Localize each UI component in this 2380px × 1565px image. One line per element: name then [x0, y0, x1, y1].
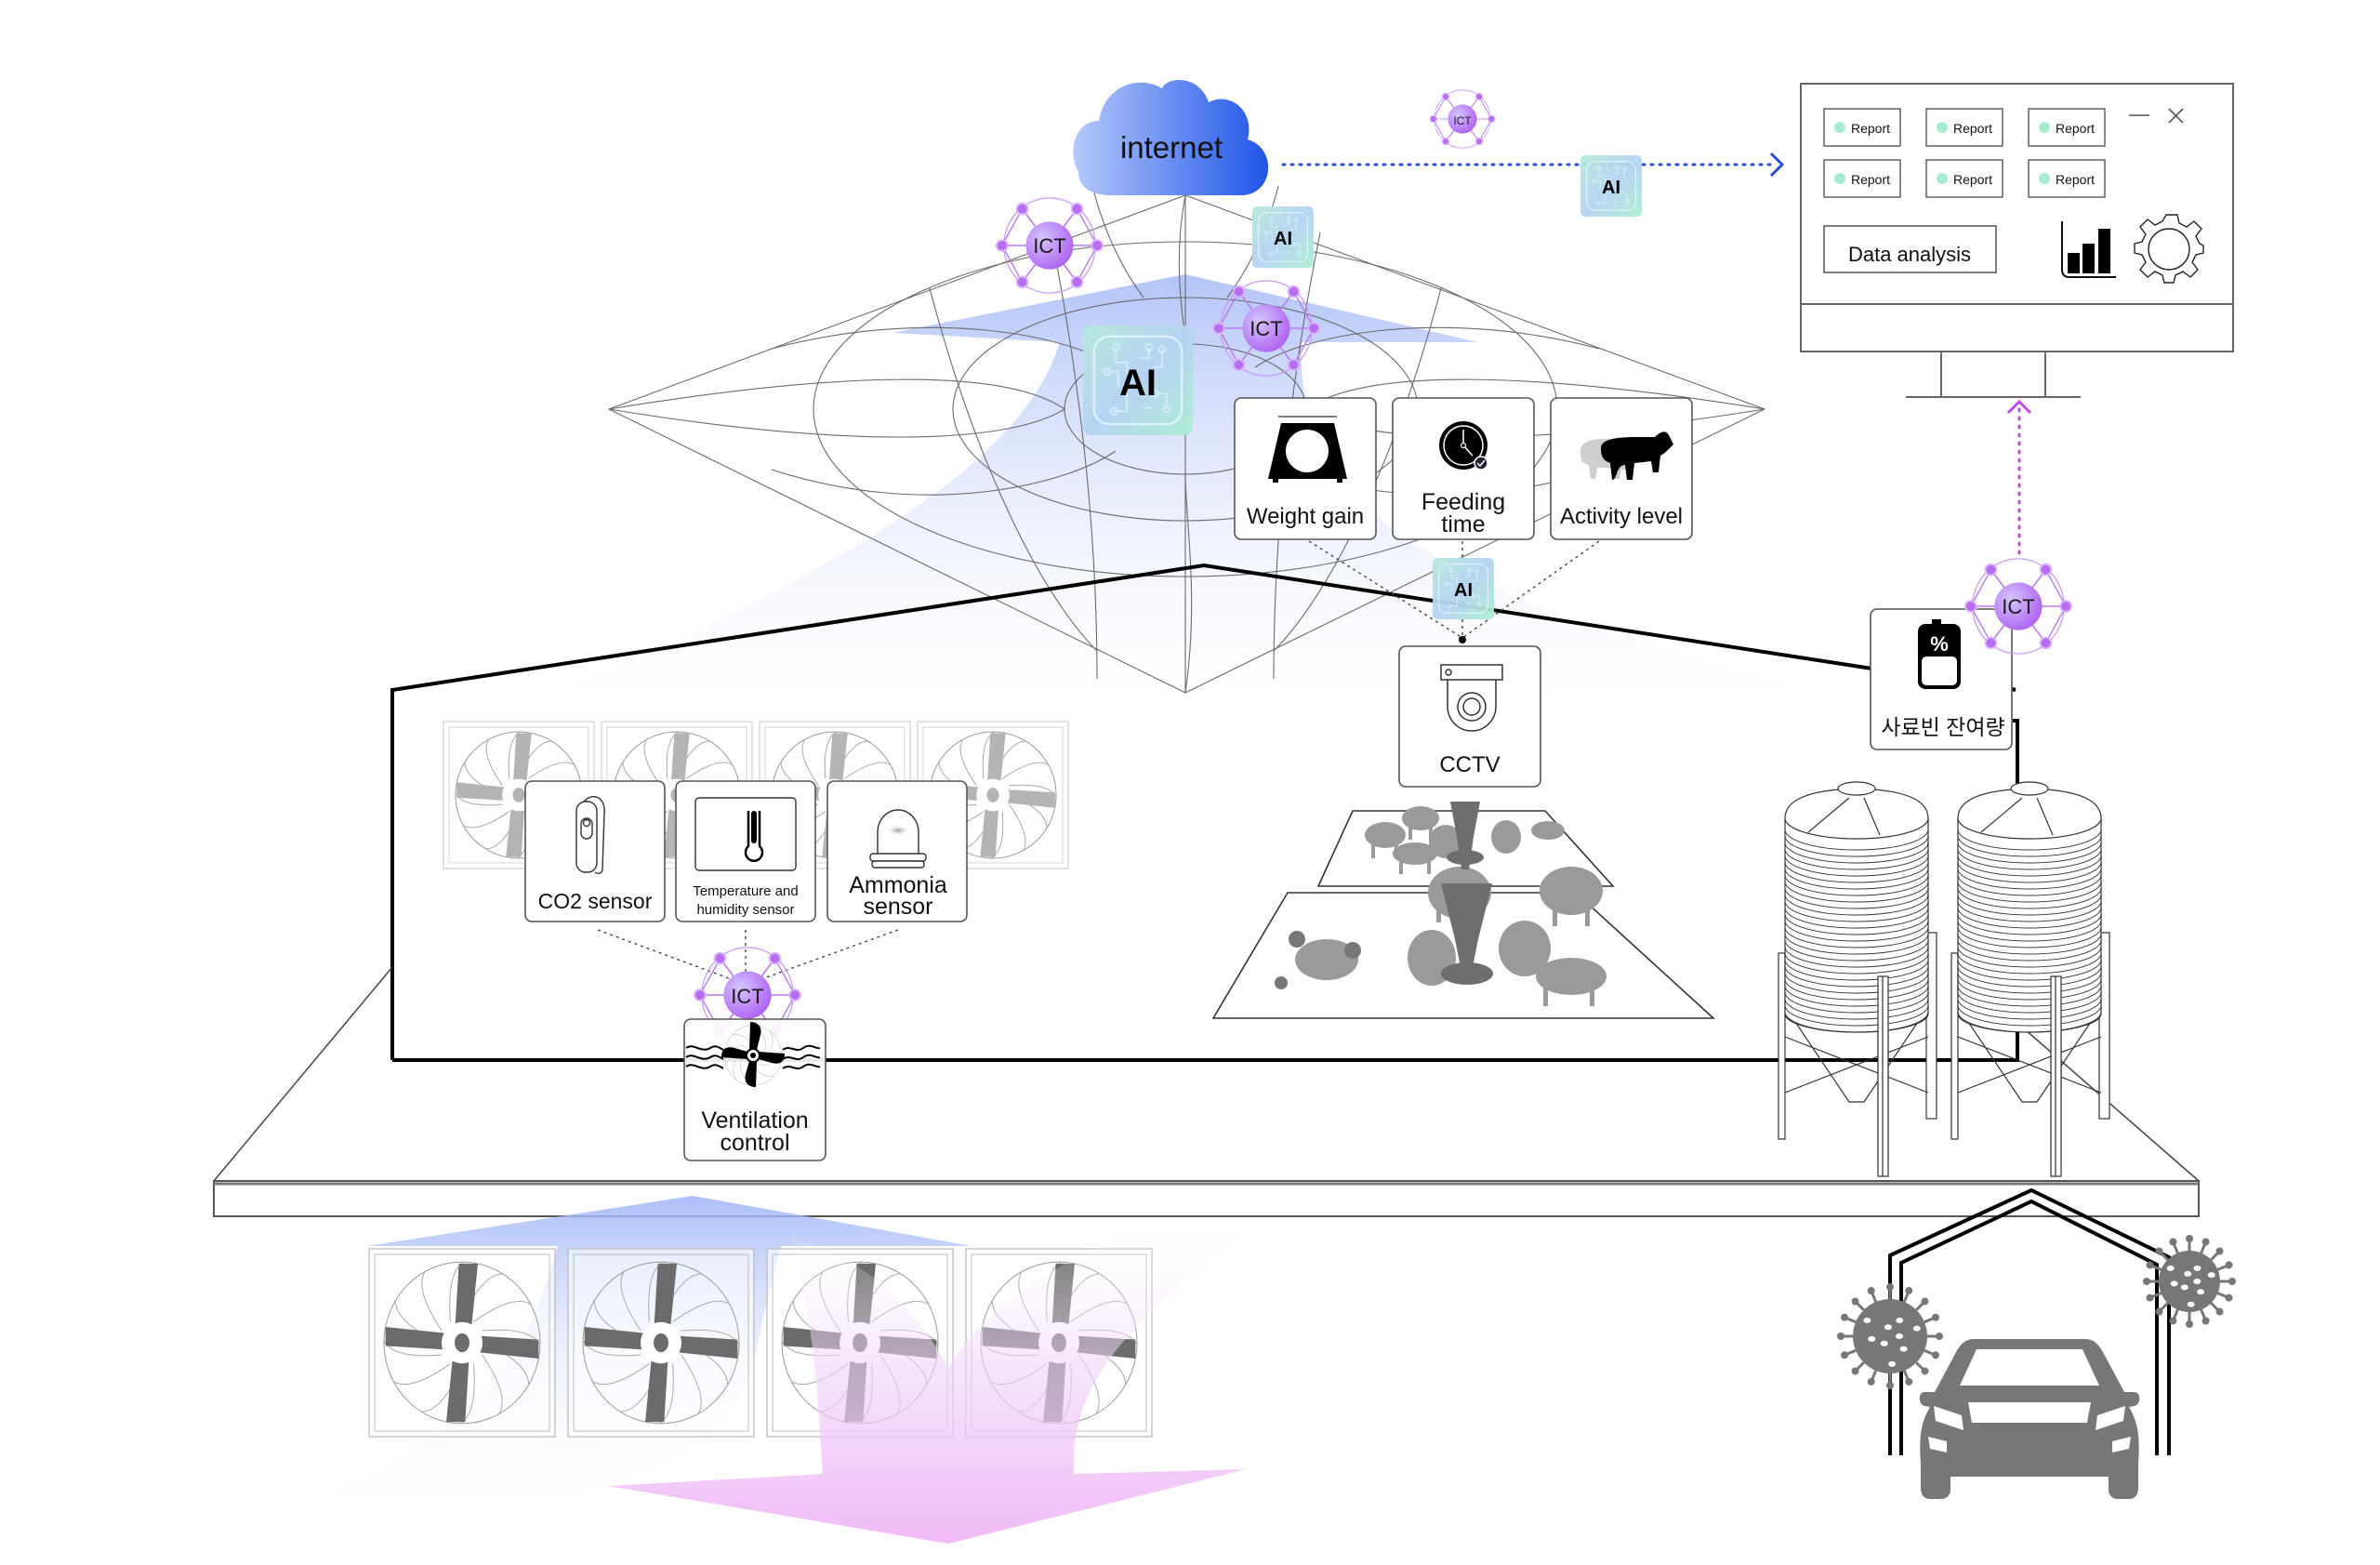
ai-chip-label: AI [1602, 178, 1620, 198]
close-icon[interactable] [2168, 108, 2184, 124]
ict-label: ICT [2002, 595, 2034, 618]
data-analysis-label: Data analysis [1848, 243, 1971, 266]
ai-beam [521, 274, 1859, 707]
report-button[interactable]: Report [2028, 108, 2106, 147]
metric-card-weight-gain[interactable]: Weight gain [1234, 397, 1377, 540]
car-disinfection-gate-icon [1888, 1187, 2171, 1499]
ai-chip-label: AI [1274, 229, 1292, 249]
status-dot [1834, 173, 1845, 184]
report-label: Report [1953, 172, 1992, 187]
sensor-label-line2: sensor [863, 894, 932, 920]
cloud-label: internet [1120, 130, 1223, 165]
sensor-card-ammonia[interactable]: Ammonia sensor [826, 780, 968, 922]
report-label: Report [2056, 121, 2095, 136]
co2-sensor-icon [575, 796, 605, 874]
metric-card-feeding-time[interactable]: Feeding time [1392, 397, 1535, 540]
metric-label-line1: Feeding [1421, 489, 1505, 515]
sensor-label-line2: humidity sensor [696, 902, 794, 918]
cctv-label: CCTV [1439, 752, 1500, 777]
report-button[interactable]: Report [1925, 159, 2003, 198]
ai-chip-cctv: AI [1433, 558, 1494, 619]
cloud-to-monitor-arrow [1281, 152, 1785, 178]
status-dot [1834, 122, 1845, 133]
ventilation-control-card[interactable]: Ventilation control [683, 1018, 826, 1161]
ai-chip-main: AI [1083, 325, 1193, 435]
pig-icon [1580, 431, 1673, 480]
internet-cloud[interactable]: internet [1073, 79, 1269, 195]
virus-icon [1837, 1283, 1943, 1389]
ict-node-top: ICT [1429, 89, 1496, 149]
sensor-label: CO2 sensor [538, 889, 653, 913]
cctv-card[interactable]: CCTV [1398, 645, 1541, 788]
ai-chip-small: AI [1252, 206, 1314, 268]
ai-chip-internet: AI [1580, 155, 1642, 217]
metric-card-activity-level[interactable]: Activity level [1550, 397, 1693, 540]
status-dot [1937, 122, 1948, 133]
status-dot [2039, 122, 2050, 133]
feed-silos [1778, 781, 2110, 1177]
report-label: Report [1851, 121, 1890, 136]
cctv-camera-icon [1440, 664, 1503, 732]
ventilation-label-line2: control [720, 1130, 789, 1156]
ventilation-fan-icon [685, 1022, 821, 1087]
report-label: Report [2056, 172, 2095, 187]
ict-node-feedbin: ICT [1964, 557, 2073, 656]
cloud-icon [1073, 79, 1269, 195]
ict-label: ICT [731, 985, 763, 1008]
sensor-label-line1: Temperature and [693, 883, 798, 899]
report-button[interactable]: Report [2028, 159, 2106, 198]
status-dot [1937, 173, 1948, 184]
barn-floor-slab [213, 966, 2200, 1217]
ai-chip-label: AI [1454, 580, 1473, 601]
metric-label-line2: time [1441, 511, 1485, 537]
feed-bin-level-card[interactable]: % 사료빈 잔여량 [1870, 608, 2013, 750]
ict-node-left: ICT [995, 196, 1104, 295]
feed-silo [1950, 781, 2110, 1177]
ict-label: ICT [1250, 317, 1282, 340]
ict-node-ventilation: ICT [693, 946, 802, 1044]
sensor-card-co2[interactable]: CO2 sensor [524, 780, 666, 922]
feed-bin-label: 사료빈 잔여량 [1881, 715, 2004, 739]
outdoor-exhaust-fan [567, 1248, 755, 1438]
vehicle-disinfection-gate [1837, 1187, 2236, 1499]
ict-label: ICT [1453, 114, 1472, 127]
ammonia-sensor-icon [869, 809, 927, 869]
ventilation-label-line1: Ventilation [701, 1107, 808, 1134]
data-analysis-button[interactable]: Data analysis [1823, 225, 1997, 273]
metric-label: Activity level [1560, 504, 1683, 529]
virus-icon [2143, 1235, 2236, 1328]
airflow-down-arrow [609, 1218, 1274, 1544]
percent-symbol: % [1930, 632, 1949, 656]
report-button[interactable]: Report [1823, 108, 1901, 147]
ai-chip-label: AI [1119, 363, 1157, 404]
gear-icon[interactable] [2134, 214, 2204, 284]
status-dot [2039, 173, 2050, 184]
scale-icon [1268, 416, 1347, 483]
clock-check-icon [1439, 421, 1488, 471]
pig-pen-area [1211, 802, 1716, 1019]
feedbin-to-monitor-arrow [2006, 399, 2032, 560]
metric-label: Weight gain [1247, 504, 1364, 529]
sensor-label-line1: Ammonia [849, 872, 947, 898]
report-label: Report [1953, 121, 1992, 136]
report-label: Report [1851, 172, 1890, 187]
sensor-connectors [597, 929, 899, 985]
feed-silo [1778, 781, 1937, 1177]
bar-chart-icon[interactable] [2061, 221, 2116, 278]
battery-percent-icon: % [1918, 619, 1961, 689]
report-button[interactable]: Report [1925, 108, 2003, 147]
outdoor-exhaust-fan [368, 1248, 556, 1438]
ict-node-center: ICT [1211, 279, 1321, 378]
thermometer-icon [694, 797, 797, 871]
report-button[interactable]: Report [1823, 159, 1901, 198]
sensor-card-temperature-humidity[interactable]: Temperature and humidity sensor [675, 780, 816, 922]
ict-label: ICT [1033, 234, 1065, 258]
